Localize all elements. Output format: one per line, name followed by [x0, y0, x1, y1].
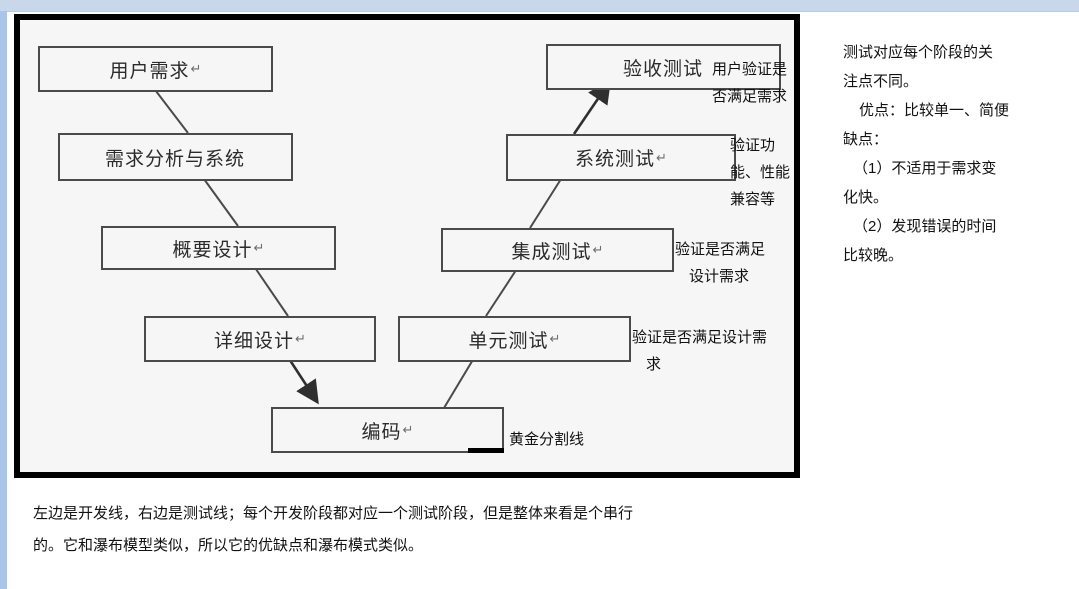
note-line-con-2-cont: 比较晚。: [843, 247, 904, 264]
flow-box-label: 验收测试: [622, 58, 703, 80]
golden-ratio-line-marker: [468, 448, 504, 453]
annotation-line: 否满足需求: [712, 88, 788, 105]
v-model-diagram-frame: 用户需求↵ 需求分析与系统 概要设计↵ 详细设计↵ 编码↵ 单元测试↵ 集成测试…: [14, 14, 800, 478]
flow-box-label: 用户需求: [109, 60, 190, 82]
note-intro: 测试对应每个阶段的关 注点不同。: [843, 38, 1073, 96]
note-line: 注点不同。: [843, 73, 919, 90]
diagram-canvas: 用户需求↵ 需求分析与系统 概要设计↵ 详细设计↵ 编码↵ 单元测试↵ 集成测试…: [20, 20, 806, 484]
flow-box-requirement-analysis[interactable]: 需求分析与系统: [58, 133, 293, 181]
flow-box-label: 系统测试: [575, 149, 656, 170]
pilcrow-mark: ↵: [295, 331, 306, 346]
pilcrow-mark: ↵: [253, 240, 265, 255]
flow-box-label: 详细设计: [214, 330, 295, 352]
flow-box-acceptance-test[interactable]: 验收测试: [546, 44, 781, 90]
flow-box-outline-design[interactable]: 概要设计↵: [101, 226, 336, 270]
pilcrow-mark: ↵: [592, 242, 604, 257]
flow-box-label: 概要设计: [172, 239, 253, 261]
flow-box-label: 需求分析与系统: [104, 148, 245, 170]
flow-box-label: 编码: [361, 421, 402, 443]
note-pros-cons: 优点：比较单一、简便 缺点： （1）不适用于需求变 化快。 （2）发现错误的时间…: [843, 96, 1073, 270]
annotation-line: 设计需求: [689, 268, 750, 285]
diagram-caption: 左边是开发线，右边是测试线；每个开发阶段都对应一个测试阶段，但是整体来看是个串行…: [33, 498, 823, 562]
note-line-con-1-cont: 化快。: [843, 189, 889, 206]
annotation-integration-test: 验证是否满足 设计需求: [675, 236, 806, 290]
annotation-line: 能、性能: [730, 164, 791, 181]
flow-box-user-requirements[interactable]: 用户需求↵: [38, 46, 273, 92]
flow-box-label: 集成测试: [511, 241, 592, 263]
note-line-pros: 优点：比较单一、简便: [859, 102, 1010, 119]
pilcrow-mark: ↵: [549, 331, 561, 346]
flow-box-integration-test[interactable]: 集成测试↵: [441, 228, 674, 272]
note-line-con-2: （2）发现错误的时间: [853, 218, 997, 235]
flow-box-label: 单元测试: [468, 330, 549, 352]
notes-column: 测试对应每个阶段的关 注点不同。 优点：比较单一、简便 缺点： （1）不适用于需…: [843, 38, 1073, 270]
flow-box-system-test[interactable]: 系统测试↵: [506, 134, 736, 181]
pilcrow-mark: ↵: [190, 61, 202, 76]
pilcrow-mark: ↵: [402, 422, 414, 437]
annotation-golden-ratio-line: 黄金分割线: [509, 426, 629, 453]
annotation-unit-test: 验证是否满足设计需 求: [632, 324, 806, 378]
note-line: 测试对应每个阶段的关: [843, 44, 994, 61]
annotation-system-test: 验证功 能、性能 兼容等: [730, 132, 806, 213]
flow-box-detailed-design[interactable]: 详细设计↵: [144, 316, 376, 362]
annotation-line: 兼容等: [730, 191, 776, 208]
annotation-line: 验证是否满足设计需: [632, 329, 768, 346]
annotation-line: 用户验证是: [712, 61, 788, 78]
annotation-line: 求: [646, 356, 662, 373]
annotation-acceptance-test: 用户验证是 否满足需求: [712, 56, 806, 110]
window-top-strip: [0, 0, 1079, 12]
pilcrow-mark: ↵: [656, 149, 667, 165]
window-left-scrollbar-strip[interactable]: [0, 11, 7, 589]
flow-box-coding[interactable]: 编码↵: [271, 407, 504, 453]
caption-line: 的。它和瀑布模型类似，所以它的优缺点和瀑布模式类似。: [33, 537, 424, 554]
annotation-line: 黄金分割线: [509, 431, 585, 448]
annotation-line: 验证是否满足: [675, 241, 766, 258]
flow-box-unit-test[interactable]: 单元测试↵: [398, 316, 631, 362]
note-line-cons-heading: 缺点：: [843, 131, 889, 148]
note-line-con-1: （1）不适用于需求变: [853, 160, 997, 177]
caption-line: 左边是开发线，右边是测试线；每个开发阶段都对应一个测试阶段，但是整体来看是个串行: [33, 505, 634, 522]
annotation-line: 验证功: [730, 137, 776, 154]
